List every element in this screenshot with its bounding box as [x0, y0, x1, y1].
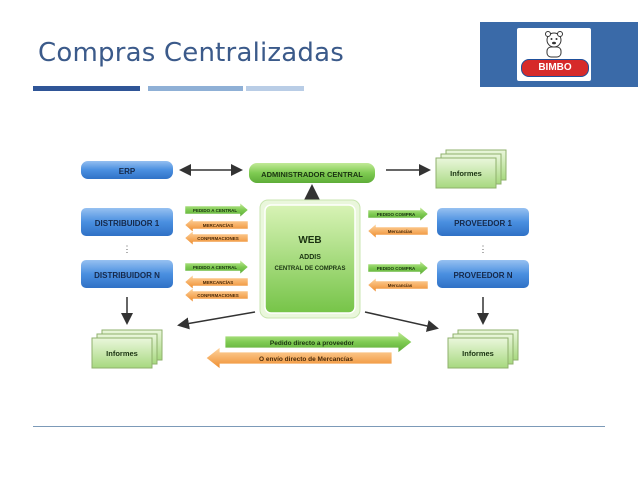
distribuidor-n-node: DISTRIBUIDOR N — [79, 258, 175, 290]
vertical-ellipsis-right: ⋮ — [479, 244, 488, 254]
vertical-ellipsis-left: ⋮ — [123, 244, 132, 254]
mercancias-n-arrow: MERCANCÍAS — [184, 274, 249, 290]
confirmaciones-1-arrow: CONFIRMACIONES — [184, 230, 249, 246]
distribuidor-1-label: DISTRIBUIDOR 1 — [95, 219, 160, 228]
informes-left-node: Informes — [91, 329, 163, 369]
web-informes-left-arrow — [177, 311, 256, 330]
erp-node: ERP — [79, 159, 175, 181]
web-node: WEB ADDIS CENTRAL DE COMPRAS — [259, 199, 361, 319]
informes-right-label: Informes — [462, 349, 494, 358]
title-underline-light — [246, 86, 304, 91]
mercancias-pn-arrow: Mercancías — [367, 277, 429, 293]
mercancias-p1-label: Mercancías — [388, 229, 413, 234]
admin-label: ADMINISTRADOR CENTRAL — [261, 170, 363, 179]
erp-label: ERP — [119, 167, 136, 176]
confirmaciones-1-label: CONFIRMACIONES — [197, 236, 239, 241]
distribuidor-1-node: DISTRIBUIDOR 1 — [79, 206, 175, 238]
title-underline-mid — [148, 86, 243, 91]
footer-divider — [33, 426, 605, 427]
logo-wordmark: BIMBO — [521, 59, 589, 77]
confirmaciones-n-label: CONFIRMACIONES — [197, 293, 239, 298]
pedido-compra-n-label: PEDIDO COMPRA — [377, 266, 416, 271]
proveedor-n-label: PROVEEDOR N — [453, 271, 512, 280]
informes-top-label: Informes — [450, 169, 482, 178]
informes-top-node: Informes — [435, 149, 507, 189]
informes-right-node: Informes — [447, 329, 519, 369]
mercancias-n-label: MERCANCÍAS — [203, 278, 234, 285]
confirmaciones-n-arrow: CONFIRMACIONES — [184, 287, 249, 303]
web-sub2: CENTRAL DE COMPRAS — [275, 266, 346, 272]
pedido-central-n-arrow: PEDIDO A CENTRAL — [184, 259, 249, 275]
web-title: WEB — [298, 235, 321, 246]
envio-directo-label: O envío directo de Mercancías — [259, 356, 353, 363]
logo-panel: BIMBO — [480, 22, 638, 87]
mercancias-pn-label: Mercancías — [388, 283, 413, 288]
pedido-directo-label: Pedido directo a proveedor — [270, 340, 355, 347]
pedido-central-n-label: PEDIDO A CENTRAL — [193, 265, 237, 270]
web-informes-right-arrow — [364, 311, 439, 332]
proveedor-1-label: PROVEEDOR 1 — [454, 219, 512, 228]
admin-node: ADMINISTRADOR CENTRAL — [247, 161, 377, 185]
distribuidor-n-label: DISTRIBUIDOR N — [94, 271, 160, 280]
envio-directo-arrow: O envío directo de Mercancías — [205, 346, 393, 370]
proveedor-1-node: PROVEEDOR 1 — [435, 206, 531, 238]
proveedor-n-node: PROVEEDOR N — [435, 258, 531, 290]
web-sub1: ADDIS — [299, 254, 321, 261]
pedido-central-1-arrow: PEDIDO A CENTRAL — [184, 202, 249, 218]
mercancias-p1-arrow: Mercancías — [367, 223, 429, 239]
bear-icon — [545, 31, 563, 58]
pedido-compra-1-arrow: PEDIDO COMPRA — [367, 206, 429, 222]
mercancias-1-label: MERCANCÍAS — [203, 221, 234, 228]
mercancias-1-arrow: MERCANCÍAS — [184, 217, 249, 233]
title-underline-dark — [33, 86, 140, 91]
informes-left-label: Informes — [106, 349, 138, 358]
bimbo-logo: BIMBO — [517, 28, 591, 81]
pedido-central-1-label: PEDIDO A CENTRAL — [193, 208, 237, 213]
pedido-compra-1-label: PEDIDO COMPRA — [377, 212, 416, 217]
pedido-compra-n-arrow: PEDIDO COMPRA — [367, 260, 429, 276]
page-title: Compras Centralizadas — [38, 38, 344, 68]
pedido-directo-arrow: Pedido directo a proveedor — [224, 330, 413, 354]
